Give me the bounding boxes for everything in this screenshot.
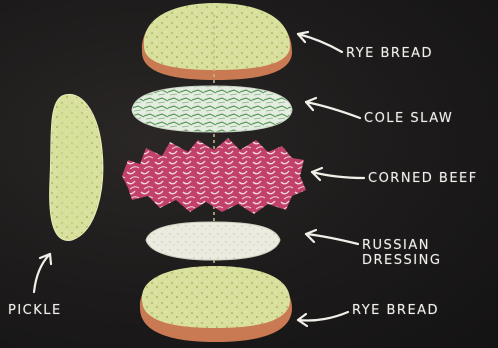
arrow-pickle bbox=[34, 254, 51, 292]
label-cole-slaw: COLE SLAW bbox=[364, 111, 453, 126]
label-russian-dressing: RUSSIAN DRESSING bbox=[362, 238, 441, 268]
arrow-top-rye-bread bbox=[298, 32, 342, 52]
label-russian-line1: RUSSIAN bbox=[362, 238, 441, 253]
label-corned-beef: CORNED BEEF bbox=[368, 171, 478, 186]
arrow-cole-slaw bbox=[306, 98, 360, 118]
label-top-rye-bread: RYE BREAD bbox=[346, 46, 433, 61]
corned-beef-layer bbox=[122, 138, 306, 214]
label-bottom-rye-bread: RYE BREAD bbox=[352, 303, 439, 318]
arrow-corned-beef bbox=[312, 168, 364, 180]
label-russian-line2: DRESSING bbox=[362, 253, 441, 268]
russian-dressing-layer bbox=[146, 222, 280, 260]
arrow-russian-dressing bbox=[306, 230, 358, 244]
bottom-rye-bread bbox=[140, 266, 292, 342]
top-rye-bread bbox=[142, 3, 292, 80]
cole-slaw-layer bbox=[132, 86, 292, 132]
arrow-bottom-rye-bread bbox=[298, 312, 348, 326]
label-pickle: PICKLE bbox=[8, 303, 62, 318]
